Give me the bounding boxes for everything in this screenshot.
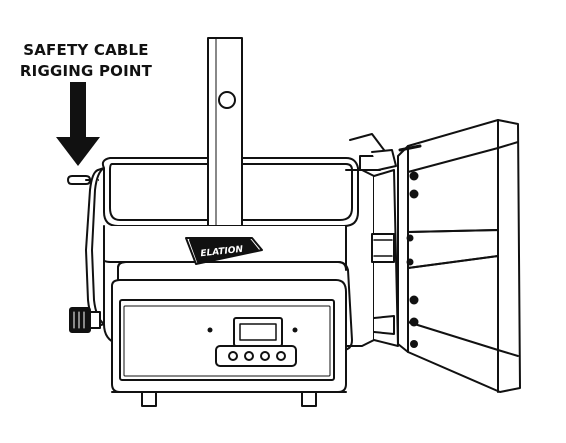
callout-line-2: RIGGING POINT xyxy=(19,62,153,80)
rear-cover xyxy=(85,167,105,327)
left-knob xyxy=(69,307,101,333)
control-base xyxy=(111,279,347,393)
lower-body xyxy=(103,225,353,351)
logo-text: ELATION xyxy=(200,245,244,259)
lcd-display xyxy=(207,317,298,347)
feet xyxy=(141,391,317,407)
rigging-arrow xyxy=(56,82,100,166)
control-buttons xyxy=(215,345,297,367)
lens-neck xyxy=(345,133,399,347)
barn-doors xyxy=(397,119,521,393)
yoke xyxy=(207,37,243,227)
safety-cable-callout: SAFETY CABLE RIGGING POINT xyxy=(10,40,162,82)
callout-line-1: SAFETY CABLE xyxy=(23,41,149,59)
logo-plate: ELATION xyxy=(185,237,263,265)
rigging-point xyxy=(67,175,99,185)
